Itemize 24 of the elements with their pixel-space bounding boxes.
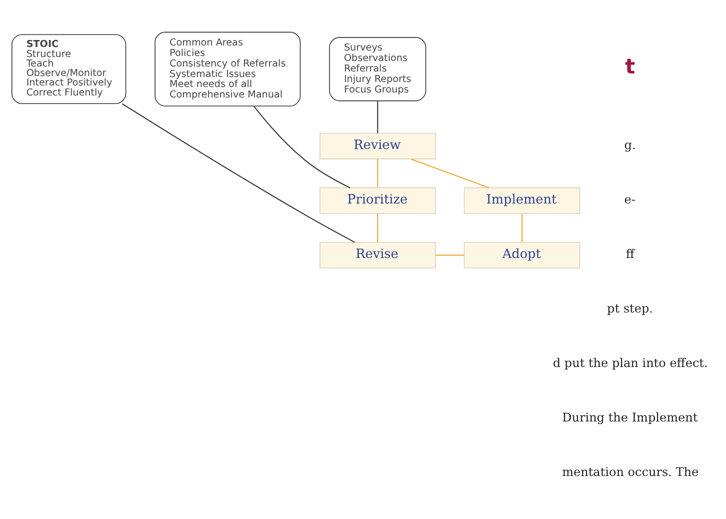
label: During the Implement	[562, 410, 698, 424]
node-box: Surveys Observations Referrals Injury Reports Focus Groups	[329, 36, 426, 101]
label: e-	[624, 192, 636, 206]
label: g.	[624, 137, 636, 152]
label: t	[625, 54, 636, 78]
connector	[122, 102, 355, 242]
label: mentation occurs. The	[562, 464, 699, 479]
connector	[410, 158, 490, 188]
node-box: Prioritize	[320, 186, 436, 214]
node-box: Review	[320, 132, 436, 159]
label: d put the plan into effect.	[552, 356, 708, 370]
node-box: Common Areas Policies Consistency of Referrals Systematic Issues Meet needs of all Comprehensive Manual	[154, 31, 301, 106]
node-box: STOIC Structure Teach Observe/Monitor Interact Positively Correct Fluently	[12, 34, 126, 104]
connector	[435, 254, 464, 256]
node-box: Adopt	[464, 241, 580, 268]
label: pt step.	[607, 301, 654, 316]
label: ff	[626, 246, 634, 260]
node-box: Revise	[320, 241, 436, 268]
connector	[377, 213, 378, 242]
connector	[377, 100, 378, 133]
connector	[377, 158, 378, 188]
node-box: Implement	[464, 186, 580, 214]
connector	[253, 105, 350, 188]
connector	[522, 213, 523, 242]
